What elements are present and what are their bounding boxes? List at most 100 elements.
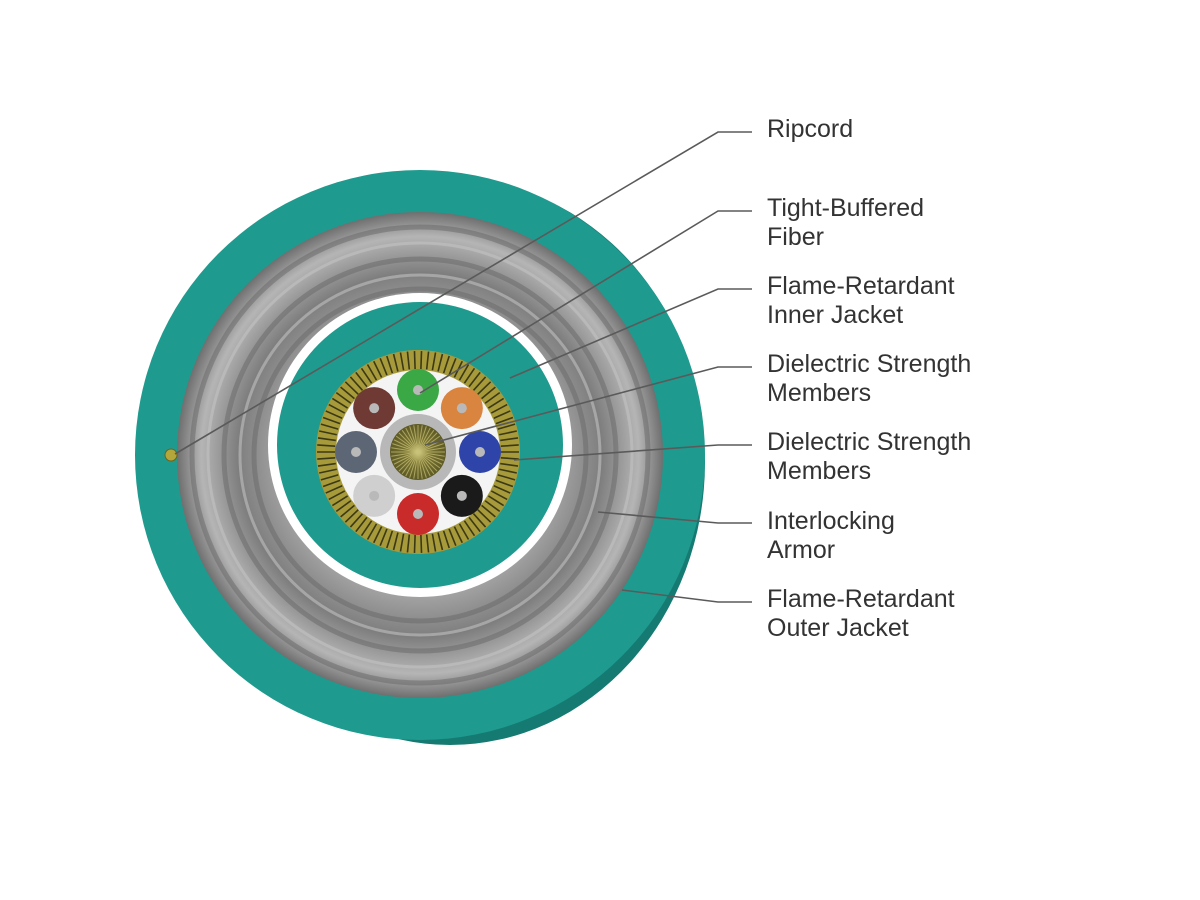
aramid-strand: [349, 376, 364, 391]
central-member-strand: [398, 451, 419, 472]
aramid-strand: [340, 386, 355, 400]
aramid-strand: [392, 353, 399, 372]
aramid-strand: [344, 381, 359, 395]
central-member-strand: [417, 451, 423, 479]
central-member-strand: [417, 451, 445, 457]
aramid-strand: [477, 509, 492, 523]
aramid-strand: [360, 367, 373, 384]
aramid-strand: [331, 495, 349, 507]
aramid-strand: [319, 468, 337, 474]
fiber-core: [413, 385, 423, 395]
armor-band: [238, 273, 602, 637]
aramid-strand: [319, 430, 337, 436]
aramid-strand: [320, 423, 339, 430]
aramid-strand: [442, 355, 450, 374]
ripcord-strand: [164, 448, 178, 462]
aramid-strand: [331, 397, 349, 409]
armor-band: [221, 256, 619, 654]
aramid-strand: [425, 351, 430, 370]
aramid-strand: [493, 485, 511, 494]
aramid-strand: [379, 528, 388, 546]
leader-lines: [174, 131, 752, 603]
armor-band: [206, 241, 634, 669]
central-member-strand: [413, 451, 419, 479]
aramid-strand: [499, 430, 517, 436]
aramid-strand: [487, 495, 505, 507]
aramid-strand: [355, 516, 368, 533]
leader-strength-members-1: [424, 366, 752, 446]
central-strength-member: [380, 414, 456, 490]
aramid-strand: [484, 500, 501, 513]
aramid-strand: [493, 410, 511, 419]
label-tight-buffered-fiber: Tight-Buffered Fiber: [767, 194, 931, 251]
aramid-strand: [487, 397, 505, 409]
aramid-strand: [495, 479, 514, 488]
aramid-strand: [458, 364, 470, 381]
aramid-strand: [453, 526, 463, 544]
aramid-strand: [320, 474, 339, 481]
central-member-strand: [393, 439, 419, 453]
tight-buffered-fibers: [335, 369, 501, 535]
aramid-strand: [463, 367, 476, 384]
central-member-strand: [398, 432, 419, 453]
central-member-strand: [417, 443, 444, 453]
aramid-strand: [500, 444, 519, 448]
aramid-strand: [437, 353, 444, 372]
fiber-core: [475, 447, 485, 457]
aramid-strand: [413, 351, 416, 370]
central-member-pattern: [391, 425, 445, 479]
aramid-strand: [497, 474, 516, 481]
aramid-strand: [477, 381, 492, 395]
aramid-strand: [458, 523, 470, 540]
aramid-strand: [366, 523, 378, 540]
aramid-strand: [355, 371, 368, 388]
aramid-strand: [379, 358, 388, 376]
aramid-strand: [499, 468, 517, 474]
armor-band: [189, 224, 651, 686]
leader-interlocking-armor: [597, 511, 752, 524]
label-interlocking-armor: Interlocking Armor: [767, 507, 902, 564]
central-member-strand: [413, 425, 419, 453]
armor-band-pattern: [189, 224, 651, 686]
fiber-core: [369, 403, 380, 414]
central-member-strand: [409, 451, 419, 478]
aramid-strand: [420, 534, 423, 553]
aramid-strand: [406, 534, 411, 553]
aramid-strand: [448, 358, 457, 376]
aramid-strand: [392, 532, 399, 551]
leader-outer-jacket: [621, 589, 752, 603]
central-member-strand: [401, 451, 419, 475]
central-member-strand: [391, 451, 419, 457]
aramid-strand: [399, 533, 405, 552]
aramid-strand: [317, 456, 336, 460]
central-member-strand: [417, 451, 427, 478]
label-inner-jacket: Flame-Retardant Inner Jacket: [767, 272, 962, 329]
aramid-strand: [322, 479, 341, 488]
leader-inner-jacket: [509, 288, 752, 379]
aramid-strand: [335, 500, 352, 513]
label-ripcord: Ripcord: [767, 115, 853, 143]
central-member-strand: [417, 451, 435, 475]
aramid-strand: [463, 520, 476, 537]
central-member-strand: [395, 435, 419, 453]
aramid-strand: [325, 485, 343, 494]
aramid-strand: [431, 352, 437, 371]
aramid-strand: [328, 490, 346, 501]
aramid-strand: [481, 504, 496, 518]
aramid-strand: [500, 456, 519, 460]
aramid-strand: [490, 490, 508, 501]
aramid-strand: [386, 530, 394, 549]
central-member-strand: [392, 443, 419, 453]
component-labels: Ripcord Tight-Buffered Fiber Flame-Retar…: [767, 115, 971, 642]
aramid-strand: [344, 509, 359, 523]
aramid-strand: [317, 437, 336, 442]
central-member-strand: [417, 451, 444, 461]
aramid-strand: [328, 403, 346, 414]
aramid-strand: [497, 423, 516, 430]
aramid-strand: [490, 403, 508, 414]
fiber-core: [413, 509, 423, 519]
aramid-strand: [366, 364, 378, 381]
aramid-strand: [468, 371, 481, 388]
aramid-strand: [399, 352, 405, 371]
